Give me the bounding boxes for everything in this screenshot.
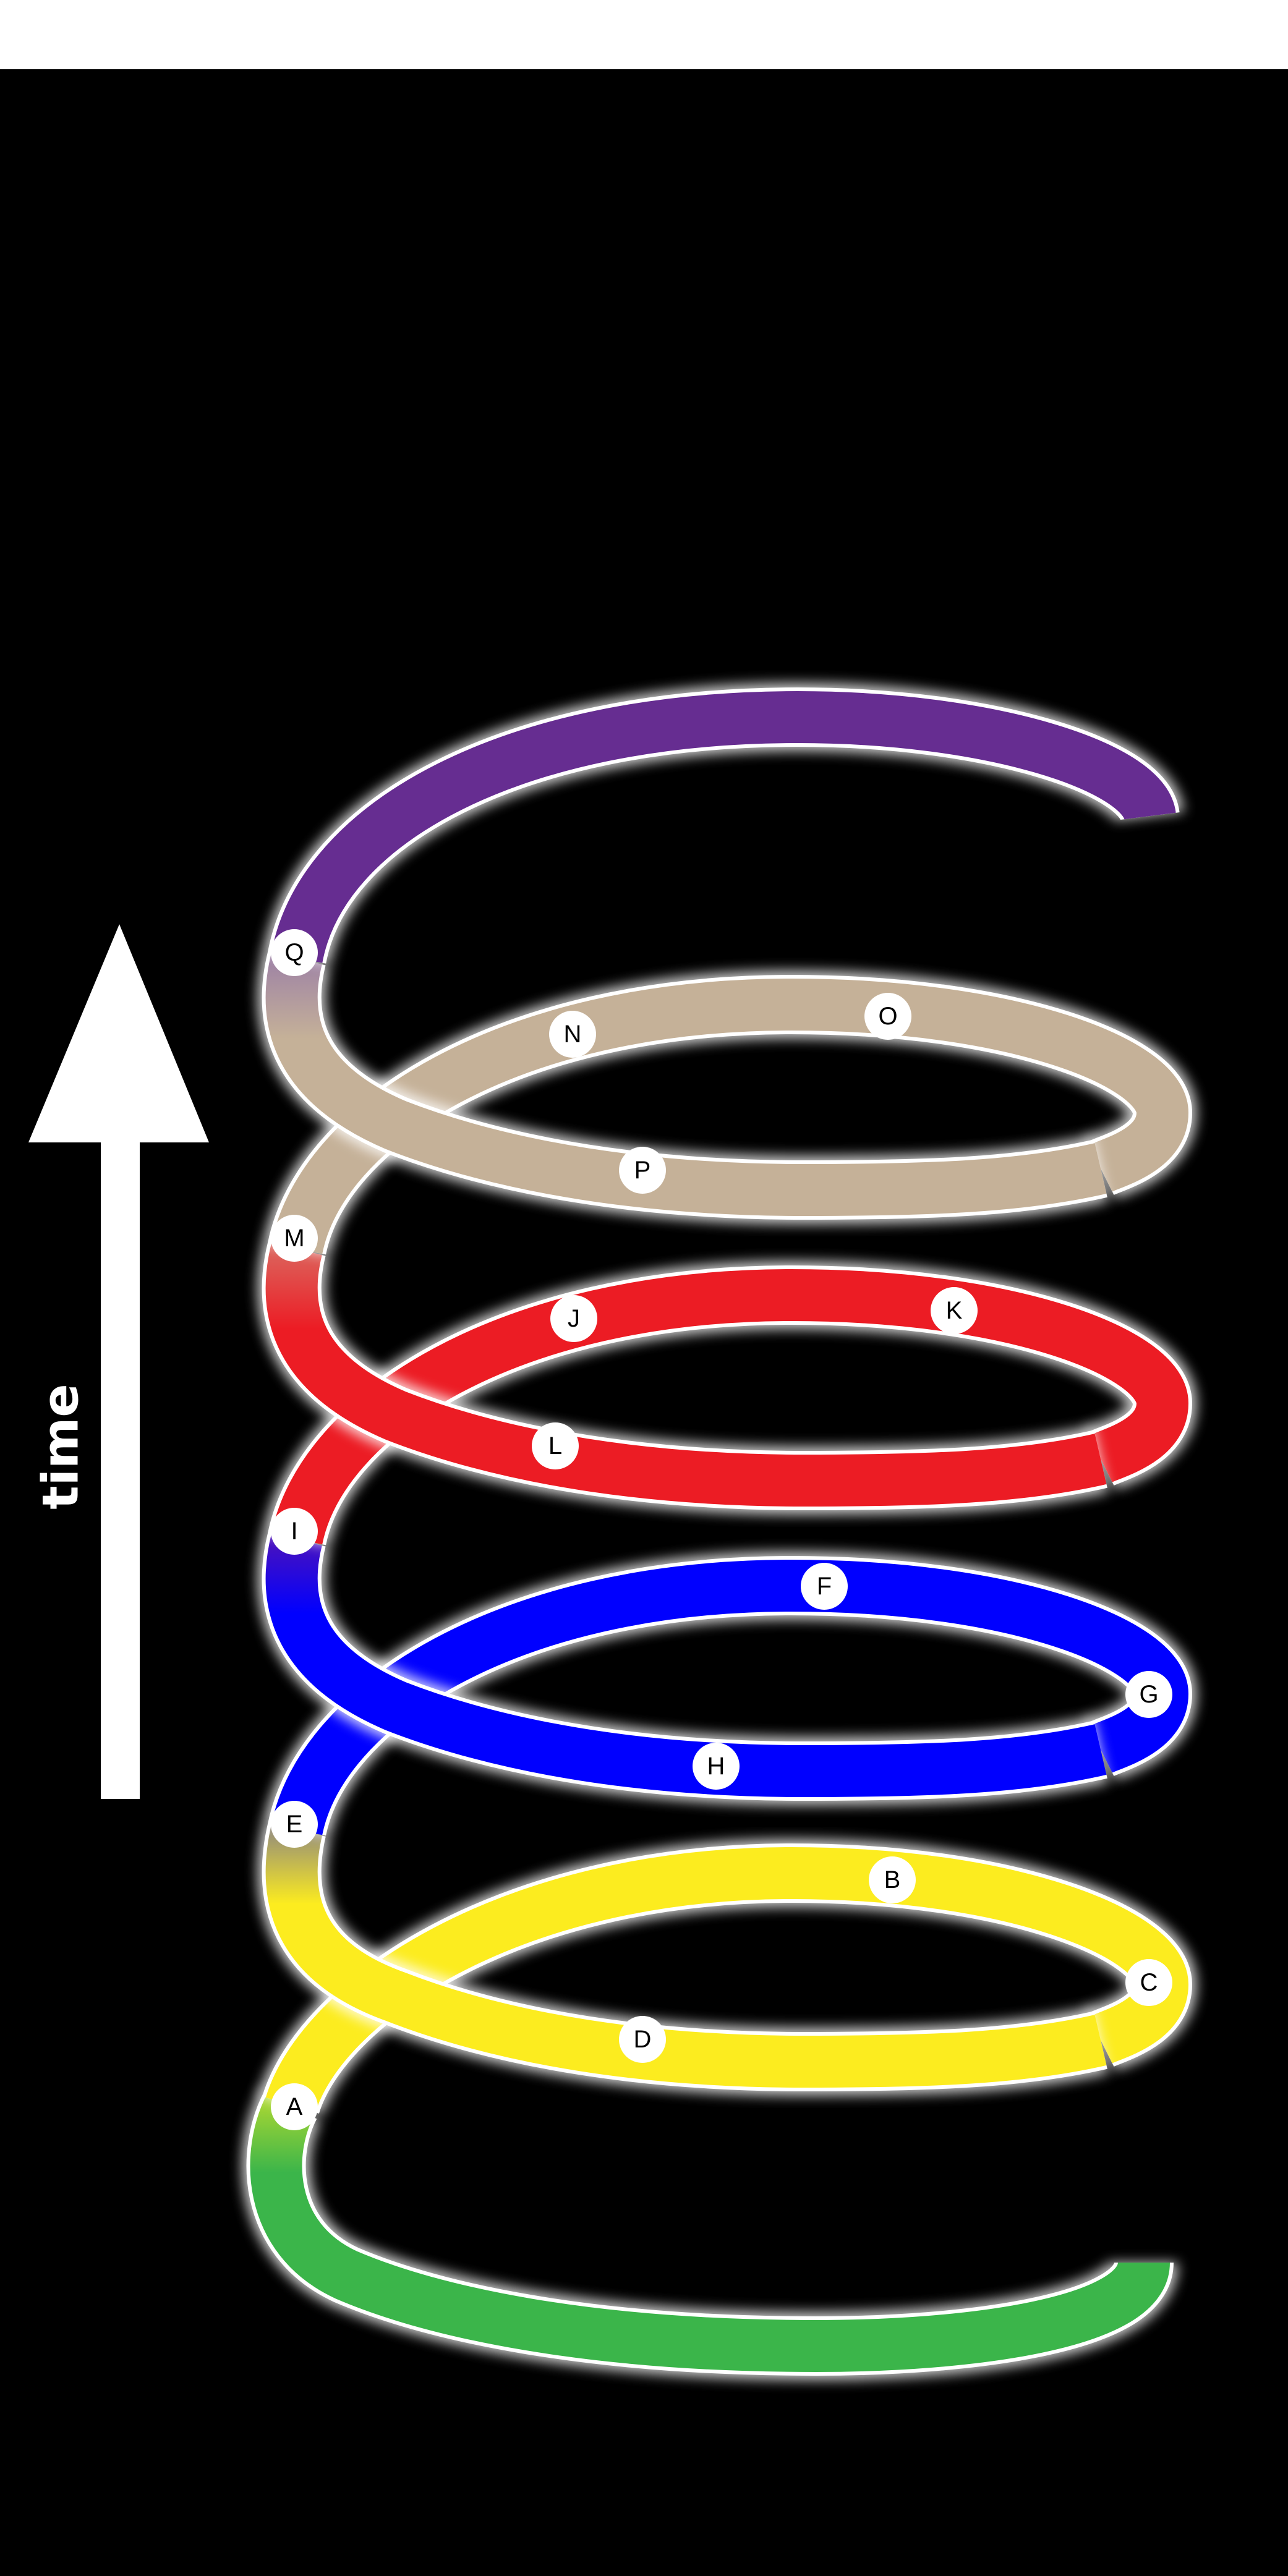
marker-n-label: N [564, 1021, 582, 1048]
marker-c-label: C [1140, 1969, 1158, 1996]
marker-n: N [549, 1011, 596, 1058]
marker-k: K [931, 1287, 978, 1334]
marker-g: G [1125, 1671, 1172, 1718]
marker-b: B [869, 1856, 916, 1903]
marker-g-label: G [1139, 1681, 1158, 1708]
time-axis-label: time [32, 1384, 90, 1509]
marker-q-label: Q [284, 939, 304, 966]
marker-f-label: F [817, 1573, 832, 1600]
time-arrow [28, 924, 209, 1799]
marker-h-label: H [707, 1753, 725, 1780]
marker-e-label: E [286, 1811, 303, 1838]
marker-p: P [619, 1147, 666, 1194]
markers: A B C D E F G H [271, 929, 1172, 2130]
marker-i-label: I [291, 1518, 297, 1545]
marker-m-label: M [284, 1225, 304, 1252]
marker-a: A [271, 2083, 318, 2130]
marker-h: H [693, 1743, 740, 1790]
marker-e: E [271, 1801, 318, 1848]
marker-o: O [864, 993, 911, 1040]
marker-p-label: P [634, 1157, 651, 1184]
marker-i: I [271, 1508, 318, 1555]
marker-d: D [619, 2016, 666, 2063]
marker-k-label: K [946, 1297, 963, 1324]
marker-d-label: D [634, 2026, 652, 2053]
marker-j-label: J [568, 1305, 580, 1332]
marker-l-label: L [548, 1432, 562, 1460]
marker-b-label: B [884, 1866, 901, 1894]
marker-q: Q [271, 929, 318, 976]
marker-f: F [801, 1563, 848, 1610]
top-white-band [0, 0, 1288, 69]
marker-j: J [550, 1295, 597, 1342]
marker-a-label: A [286, 2093, 303, 2120]
marker-l: L [532, 1422, 579, 1469]
marker-o-label: O [878, 1003, 897, 1030]
marker-c: C [1125, 1959, 1172, 2006]
marker-m: M [271, 1215, 318, 1262]
arrow-shape [28, 924, 209, 1799]
